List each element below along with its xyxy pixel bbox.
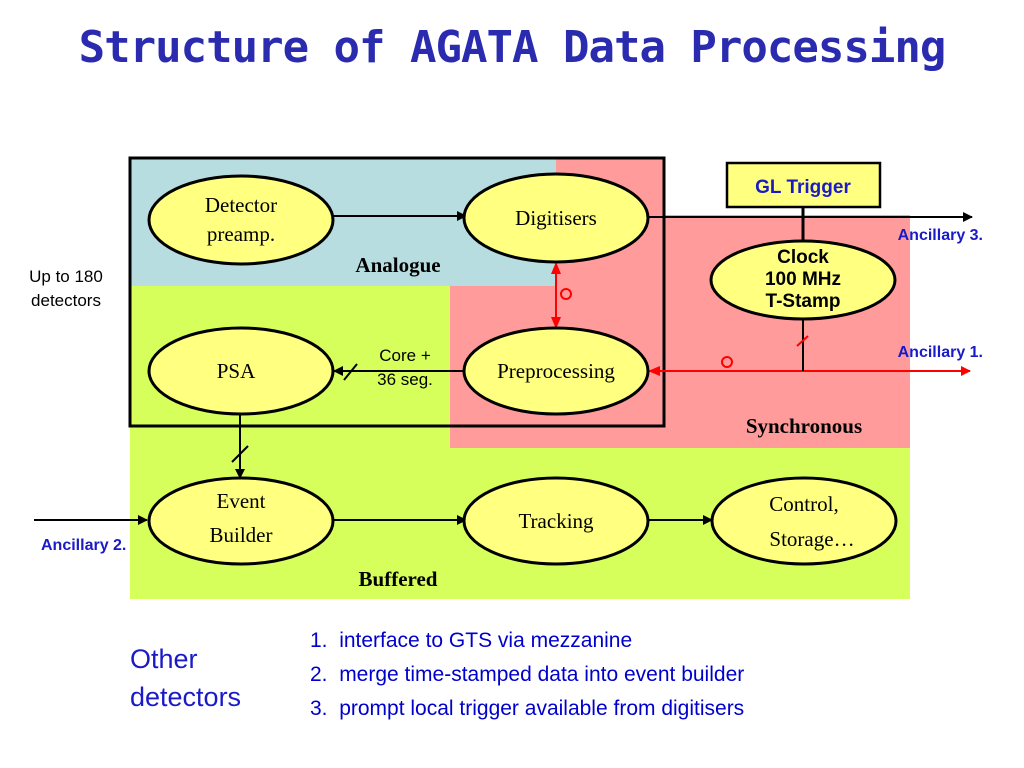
core-seg-label-1: Core + [379, 346, 431, 365]
page-title: Structure of AGATA Data Processing [78, 22, 947, 73]
clock-label-1: Clock [777, 247, 829, 268]
gl-trigger-label: GL Trigger [755, 177, 851, 198]
note-number: 2. [310, 663, 328, 686]
ancillary-3-label: Ancillary 3. [898, 227, 983, 244]
clock-node [709, 239, 897, 321]
red-arrow-into-preprocessing [648, 366, 660, 376]
buffered-label: Buffered [359, 567, 438, 591]
other-detectors-line-1: Other [130, 644, 198, 674]
up-to-label-1: Up to 180 [29, 267, 103, 286]
psa-to-event-builder-slash [231, 445, 249, 463]
detector-preamp-label-2: preamp. [207, 222, 275, 246]
note-item: 2. merge time-stamped data into event bu… [310, 658, 744, 692]
red-link-arrow-down [551, 317, 561, 329]
front-end-frame [128, 156, 666, 428]
analogue-label: Analogue [355, 253, 440, 277]
note-text: prompt local trigger available from digi… [339, 697, 745, 720]
synchronous-label: Synchronous [746, 414, 862, 438]
red-link-marker-2 [721, 356, 733, 368]
other-detectors-line-2: detectors [130, 682, 242, 712]
psa-slash-mark [343, 363, 358, 381]
clock-label-2: 100 MHz [765, 269, 841, 290]
event-builder-label-1: Event [217, 489, 266, 513]
note-number: 1. [310, 629, 328, 652]
red-link-marker-1 [560, 288, 572, 300]
clock-red-slash [796, 335, 809, 347]
tracking-node [462, 476, 650, 566]
psa-label: PSA [217, 359, 256, 383]
ancillary-2-label: Ancillary 2. [41, 537, 126, 554]
detector-preamp-node [147, 174, 335, 266]
event-builder-node [147, 476, 335, 566]
digitisers-node [462, 172, 650, 264]
control-storage-label-2: Storage… [769, 527, 854, 551]
tracking-label: Tracking [518, 509, 594, 533]
preprocessing-label: Preprocessing [497, 359, 615, 383]
control-storage-label-1: Control, [769, 492, 838, 516]
control-storage-node [710, 476, 898, 566]
up-to-label-2: detectors [31, 291, 101, 310]
digitisers-label: Digitisers [515, 206, 597, 230]
gl-trigger-box [725, 161, 882, 209]
ancillary-1-label: Ancillary 1. [898, 344, 983, 361]
note-item: 3. prompt local trigger available from d… [310, 692, 744, 726]
event-builder-label-2: Builder [210, 523, 273, 547]
red-link-arrow-up [551, 262, 561, 274]
core-seg-label-2: 36 seg. [377, 370, 433, 389]
preprocessing-node [462, 326, 650, 416]
other-detectors-label: Other detectors [130, 640, 241, 716]
note-text: merge time-stamped data into event build… [339, 663, 745, 686]
note-text: interface to GTS via mezzanine [339, 629, 633, 652]
clock-label-3: T-Stamp [766, 291, 841, 312]
notes-list: 1. interface to GTS via mezzanine 2. mer… [310, 624, 744, 726]
note-number: 3. [310, 697, 328, 720]
psa-node [147, 326, 335, 416]
detector-preamp-label-1: Detector [205, 193, 277, 217]
note-item: 1. interface to GTS via mezzanine [310, 624, 744, 658]
